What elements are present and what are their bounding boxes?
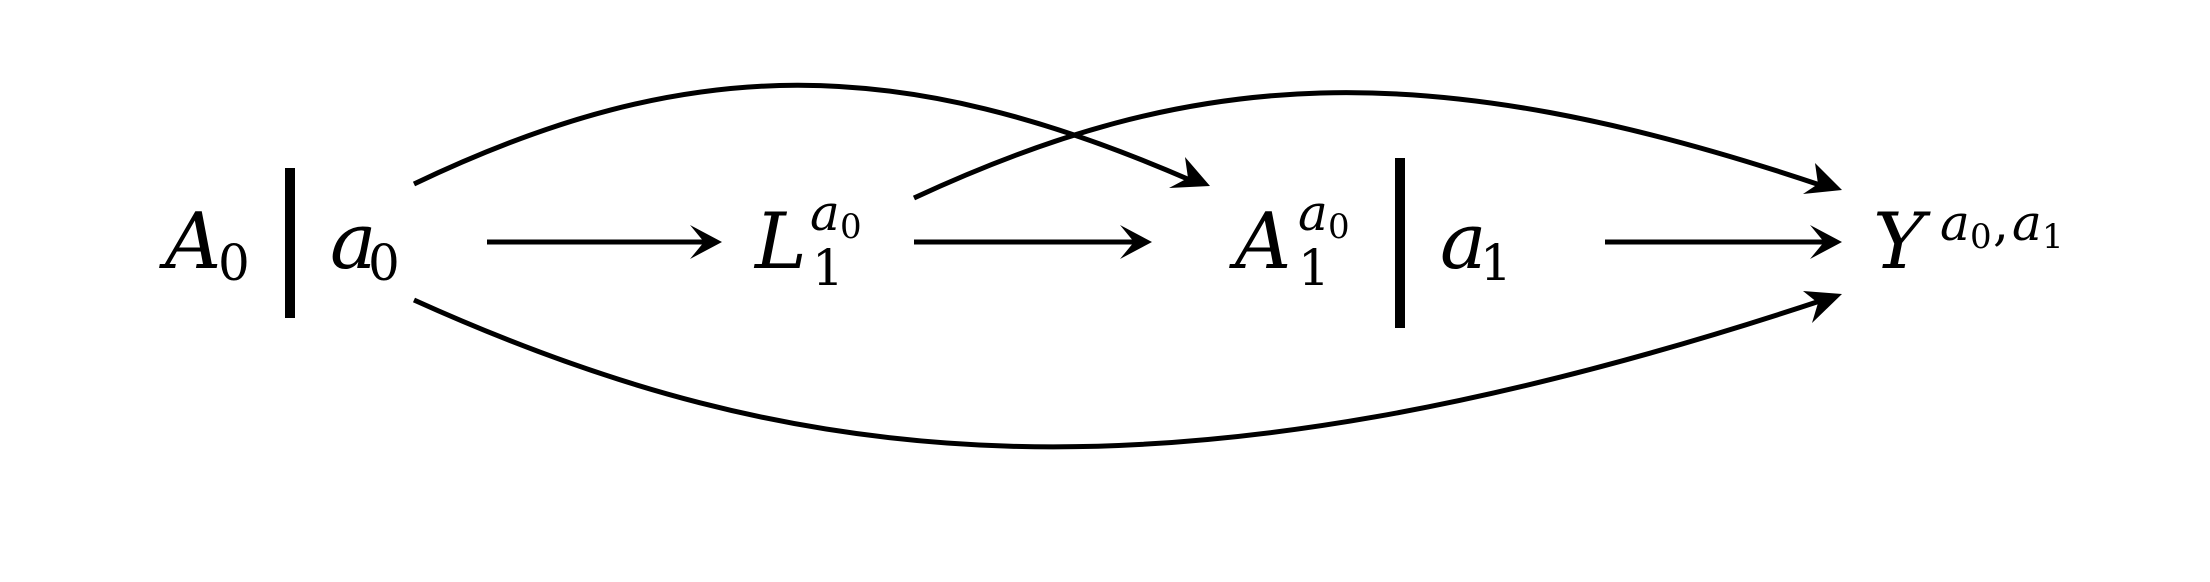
node-a1-right-symbol: a [1440, 197, 1487, 287]
node-a0-right-subscript: 0 [368, 234, 400, 292]
node-a1-left-subscript: 1 [1298, 239, 1330, 297]
node-l1-symbol: L [753, 197, 807, 287]
arrowhead-a0-to-a1 [1169, 157, 1210, 188]
node-a1-left-superscript-symbol: a [1298, 184, 1328, 242]
node-l1-superscript-symbol: a [810, 184, 840, 242]
node-a0-left-subscript: 0 [218, 234, 250, 292]
node-a1-right-subscript: 1 [1480, 234, 1512, 292]
node-y-superscript-subscript-1: 0 [1970, 217, 1992, 257]
arrowhead-a0-to-y [1803, 291, 1842, 323]
arrowhead-a0-to-l1 [690, 225, 722, 259]
node-a0-split: A 0 a 0 [159, 168, 400, 318]
node-l1-superscript-subscript: 0 [840, 207, 862, 247]
arrowhead-a1-to-y [1810, 225, 1842, 259]
node-a1-left-symbol: A [1229, 197, 1291, 287]
node-a0-right-symbol: a [330, 197, 377, 287]
edge-a0-to-a1 [412, 82, 1191, 187]
node-y-symbol: Y [1873, 197, 1931, 287]
node-y-superscript-symbol-1: a [1940, 194, 1970, 252]
node-l1: L 1 a 0 [753, 184, 862, 297]
node-a0-left-symbol: A [159, 197, 221, 287]
node-y: Y a 0 , a 1 [1873, 194, 2064, 287]
edges [412, 82, 1842, 450]
arrowhead-l1-to-y [1803, 163, 1842, 194]
node-y-superscript-subscript-2: 1 [2042, 217, 2064, 257]
node-a1-left-superscript-subscript: 0 [1328, 207, 1350, 247]
node-y-superscript-symbol-2: a [2012, 194, 2042, 252]
node-l1-subscript: 1 [812, 239, 844, 297]
node-a1-split: A 1 a 0 a 1 [1229, 158, 1512, 328]
edge-l1-to-y [912, 90, 1824, 201]
node-y-superscript-separator: , [1993, 194, 2009, 252]
edge-a0-to-y [412, 297, 1824, 450]
arrowhead-l1-to-a1 [1120, 225, 1152, 259]
